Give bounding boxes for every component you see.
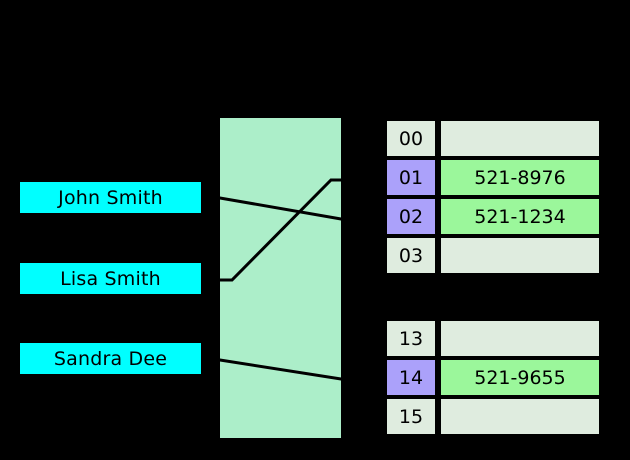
bucket-index-cell[interactable]: 13	[386, 320, 436, 357]
bucket-value-cell[interactable]	[440, 320, 600, 357]
key-box[interactable]: Lisa Smith	[20, 263, 201, 294]
connection-line	[200, 358, 386, 381]
bucket-index-cell[interactable]: 15	[386, 398, 436, 435]
bucket-index-cell[interactable]: 01	[386, 159, 436, 196]
key-label: Sandra Dee	[53, 347, 168, 370]
key-box[interactable]: Sandra Dee	[20, 343, 201, 374]
bucket-value-cell[interactable]	[440, 398, 600, 435]
bucket-index-cell[interactable]: 00	[386, 120, 436, 157]
bucket-index-cell[interactable]: 02	[386, 198, 436, 235]
connection-line	[200, 196, 386, 221]
bucket-value-cell[interactable]: 521-9655	[440, 359, 600, 396]
bucket-index-cell[interactable]: 14	[386, 359, 436, 396]
connection-line	[200, 178, 386, 282]
key-label: Lisa Smith	[60, 267, 161, 290]
key-box[interactable]: John Smith	[20, 182, 201, 213]
key-label: John Smith	[58, 186, 163, 209]
bucket-value-cell[interactable]: 521-8976	[440, 159, 600, 196]
bucket-index-cell[interactable]: 03	[386, 237, 436, 274]
bucket-value-cell[interactable]	[440, 120, 600, 157]
bucket-value-cell[interactable]	[440, 237, 600, 274]
hash-function-box	[220, 118, 341, 438]
bucket-value-cell[interactable]: 521-1234	[440, 198, 600, 235]
